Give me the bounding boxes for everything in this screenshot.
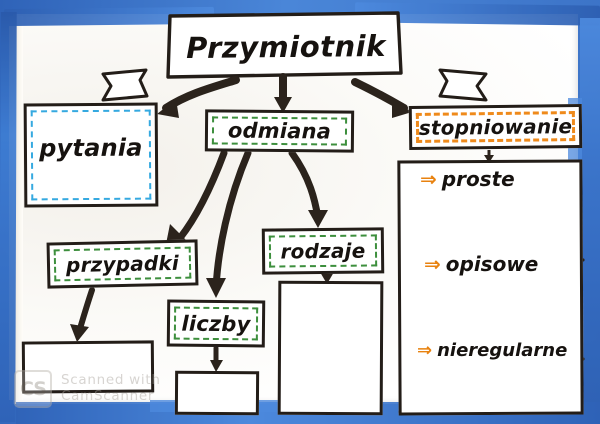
blank-box-under-rodzaje[interactable]: [277, 280, 384, 416]
node-stopniowanie-label: stopniowanie: [418, 114, 573, 140]
page-title: Przymiotnik: [185, 28, 387, 66]
arrow-odmiana-to-przypadki: [166, 224, 186, 244]
node-liczby[interactable]: liczby: [166, 299, 266, 348]
blank-box-under-liczby[interactable]: [174, 370, 260, 416]
banner-tail-left: [101, 68, 149, 102]
arrow-odmiana-to-rodzaje: [308, 210, 328, 228]
camscanner-logo-icon: CS: [14, 370, 52, 408]
watermark-line-2: CamScanner: [61, 388, 155, 404]
node-stopniowanie[interactable]: stopniowanie: [408, 103, 583, 151]
banner-plate: [166, 11, 403, 79]
node-odmiana-label: odmiana: [227, 118, 332, 144]
double-arrow-icon: ⇒: [417, 340, 433, 361]
grade-item-proste-label: proste: [441, 167, 515, 191]
node-przypadki-label: przypadki: [65, 250, 180, 278]
grade-item-opisowe-label: opisowe: [445, 252, 539, 276]
double-arrow-icon: ⇒: [424, 252, 441, 276]
grade-item-opisowe[interactable]: ⇒opisowe: [424, 252, 538, 276]
arrow-rodzaje-to-blank: [320, 272, 334, 284]
double-arrow-icon: ⇒: [420, 167, 437, 191]
node-liczby-label: liczby: [181, 311, 251, 336]
grades-panel: [397, 159, 584, 416]
connector-stopniowanie-panel: [484, 155, 494, 163]
node-pytania[interactable]: pytania: [23, 102, 159, 208]
blue-paint-bar-right: [580, 18, 600, 424]
node-odmiana[interactable]: odmiana: [204, 109, 355, 153]
arrow-przypadki-to-blank: [70, 324, 89, 342]
grade-item-proste[interactable]: ⇒proste: [420, 167, 515, 191]
banner-tail-right: [438, 68, 488, 102]
watermark-line-1: Scanned with: [61, 372, 161, 389]
grade-item-nieregularne-label: nieregularne: [437, 340, 568, 361]
camscanner-watermark-text: Scanned with CamScanner: [61, 373, 161, 404]
arrow-banner-to-stopniowanie: [392, 100, 412, 118]
arrow-odmiana-to-liczby: [206, 278, 226, 298]
node-pytania-label: pytania: [39, 133, 143, 163]
arrow-banner-to-pytania: [157, 99, 179, 118]
grade-item-nieregularne[interactable]: ⇒nieregularne: [417, 340, 567, 361]
node-przypadki[interactable]: przypadki: [46, 239, 199, 289]
arrow-banner-to-odmiana: [274, 97, 292, 113]
node-rodzaje[interactable]: rodzaje: [261, 227, 385, 275]
arrow-liczby-to-blank: [210, 360, 223, 372]
camscanner-watermark: CS Scanned with CamScanner: [14, 370, 161, 408]
node-rodzaje-label: rodzaje: [280, 238, 366, 264]
